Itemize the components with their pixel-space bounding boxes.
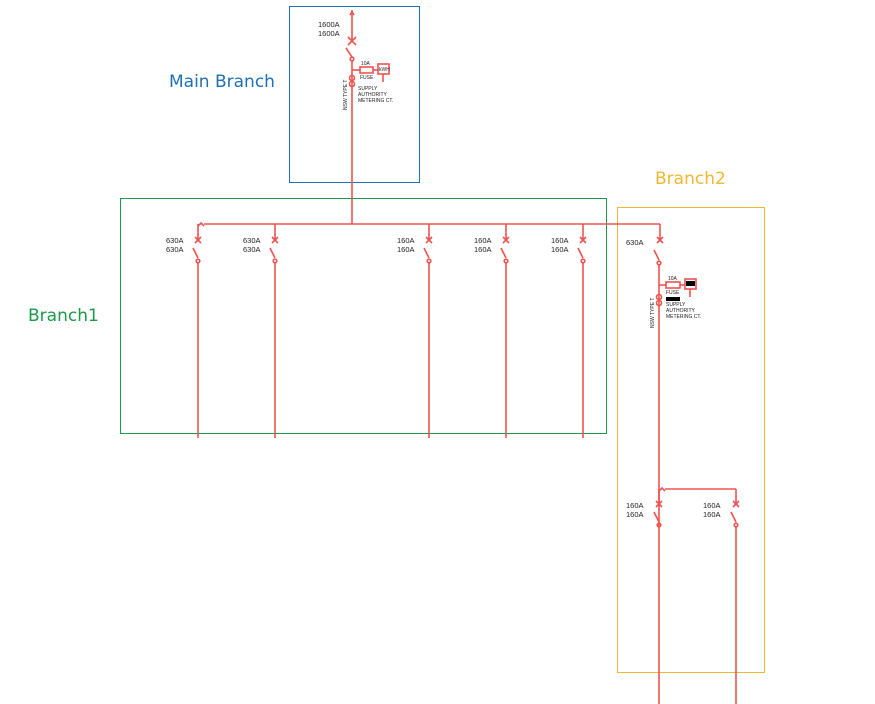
branch1-breaker-1-bottom: 630A [166, 245, 184, 254]
main-meter-id: kWH [379, 67, 390, 73]
branch1-breaker-4-bottom: 160A [474, 245, 492, 254]
branch2-meter-note-block [666, 297, 680, 301]
branch2-meter-fill [686, 281, 695, 286]
main-meter-type: NSW TYPE T [343, 80, 349, 110]
branch2-breaker-1-top: 160A [626, 501, 644, 510]
branch2-main-breaker-top: 630A [626, 238, 644, 247]
branch2-fuse-rating: 10A [668, 276, 678, 282]
branch1-breaker-3-bottom: 160A [397, 245, 415, 254]
branch2-fuse-label: FUSE [666, 290, 680, 296]
branch2-breaker-2-bottom: 160A [703, 510, 721, 519]
branch2-breaker-2-top: 160A [703, 501, 721, 510]
main-branch-box [289, 6, 420, 183]
main-breaker-rating-top: 1600A [318, 20, 340, 29]
branch1-breaker-5-bottom: 160A [551, 245, 569, 254]
wiring [192, 10, 740, 704]
main-breaker-contact [349, 56, 355, 62]
branch1-box [120, 198, 607, 434]
branch2-feeder [653, 224, 740, 704]
branch1-breaker-5-top: 160A [551, 236, 569, 245]
main-fuse-label: FUSE [360, 75, 374, 81]
main-ct [348, 74, 356, 82]
branch1-breaker-1-top: 630A [166, 236, 184, 245]
branch1-label: Branch1 [28, 306, 99, 326]
main-fuse [359, 66, 374, 74]
main-meter-note-2: AUTHORITY [358, 92, 388, 98]
main-meter-note-3: METERING CT. [358, 98, 393, 104]
main-breaker-blade [345, 47, 353, 58]
branch2-box [617, 207, 765, 673]
main-incoming-arrow [349, 10, 355, 16]
branch2-meter-note-1: SUPPLY [666, 302, 686, 308]
branch1-breaker-4-top: 160A [474, 236, 492, 245]
main-meter-note-1: SUPPLY [358, 86, 378, 92]
branch2-meter-type: NSW TYPE T [650, 298, 656, 328]
main-breaker-rating-bottom: 1600A [318, 29, 340, 38]
branch1-feeders [192, 224, 587, 438]
branch2-meter-note-3: METERING CT. [666, 314, 701, 320]
branch2-label: Branch2 [655, 169, 726, 189]
main-branch-label: Main Branch [169, 72, 275, 92]
branch2-breaker-1-bottom: 160A [626, 510, 644, 519]
main-fuse-rating: 10A [361, 61, 371, 67]
branch1-breaker-3-top: 160A [397, 236, 415, 245]
branch2-meter-note-2: AUTHORITY [666, 308, 696, 314]
branch1-breaker-2-top: 630A [243, 236, 261, 245]
branch1-breaker-2-bottom: 630A [243, 245, 261, 254]
